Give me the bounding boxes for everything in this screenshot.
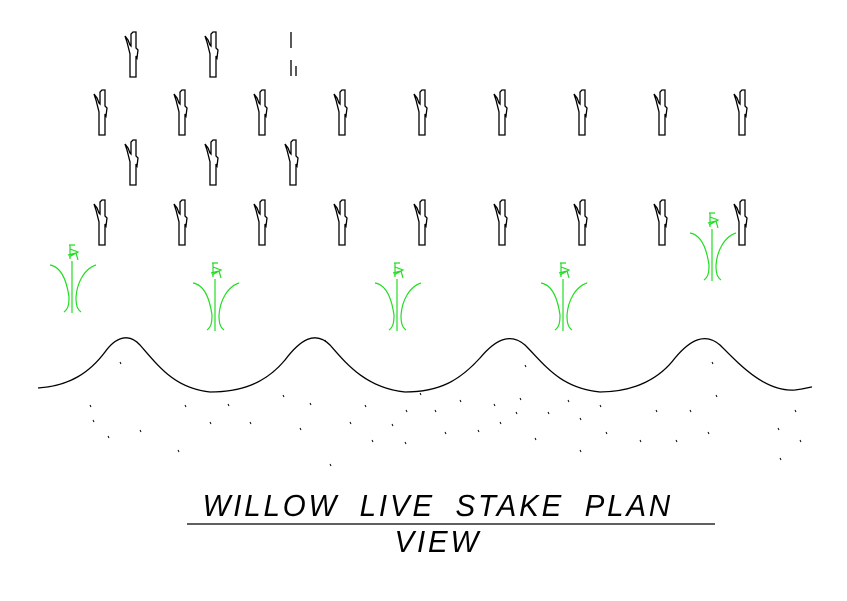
soil-dot — [477, 429, 480, 433]
soil-dot — [249, 421, 252, 425]
willow-stake-icon — [93, 199, 108, 246]
willow-stake-icon — [733, 89, 748, 136]
soil-dot — [107, 435, 110, 439]
soil-dot — [605, 431, 608, 435]
soil-dot — [227, 403, 230, 407]
partial-stake-icon — [290, 32, 297, 76]
ground-profile — [37, 337, 813, 393]
soil-dot — [139, 429, 142, 433]
soil-dot — [579, 449, 582, 453]
willow-stake-icon — [333, 89, 348, 136]
willow-stake-icon — [93, 89, 108, 136]
willow-stake-icon — [413, 199, 428, 246]
soil-dot — [655, 409, 658, 413]
soil-dot — [419, 392, 422, 396]
soil-dot — [119, 361, 122, 365]
soil-dot — [711, 361, 714, 365]
willow-stake-icon — [253, 89, 268, 136]
soil-dot — [599, 404, 602, 408]
soil-dot — [579, 417, 582, 421]
soil-dot — [567, 399, 570, 403]
soil-dot — [434, 409, 437, 413]
soil-dot — [282, 394, 285, 398]
soil-dot — [493, 403, 496, 407]
soil-dot — [794, 409, 797, 413]
willow-plant-icon — [374, 262, 422, 332]
soil-dot — [177, 449, 180, 453]
soil-dot — [89, 404, 92, 408]
soil-dot — [371, 439, 374, 443]
willow-stake-icon — [173, 89, 188, 136]
soil-dot — [639, 439, 642, 443]
willow-stake-icon — [653, 89, 668, 136]
soil-dot — [689, 409, 692, 413]
willow-stake-icon — [493, 89, 508, 136]
soil-dot — [499, 421, 502, 425]
soil-dot — [309, 402, 312, 406]
soil-dot — [299, 427, 302, 431]
willow-plant-icon — [192, 262, 240, 332]
soil-stipple — [89, 339, 802, 467]
willow-stake-icon — [253, 199, 268, 246]
soil-dot — [391, 423, 394, 427]
soil-dot — [779, 457, 782, 461]
soil-dot — [329, 463, 332, 467]
soil-dot — [349, 421, 352, 425]
soil-dot — [444, 431, 447, 435]
soil-dot — [324, 339, 327, 343]
soil-dot — [405, 409, 408, 413]
willow-stake-icon — [204, 31, 219, 78]
soil-dot — [534, 437, 537, 441]
willow-plant-icon — [689, 212, 737, 282]
willow-stake-icon — [413, 89, 428, 136]
soil-dot — [799, 439, 802, 443]
willow-stake-icon — [284, 139, 299, 186]
soil-dot — [524, 364, 527, 368]
soil-dot — [707, 431, 710, 435]
willow-stake-icon — [733, 199, 748, 246]
soil-dot — [547, 411, 550, 415]
willow-stake-icon — [653, 199, 668, 246]
soil-dot — [364, 404, 367, 408]
soil-dot — [715, 394, 718, 398]
willow-stake-icon — [124, 139, 139, 186]
willow-stake-icon — [204, 139, 219, 186]
soil-dot — [777, 427, 780, 431]
willow-plant-icon — [49, 244, 97, 314]
stake-grid — [93, 31, 748, 246]
willow-stake-icon — [173, 199, 188, 246]
soil-dot — [519, 397, 522, 401]
willow-stake-icon — [124, 31, 139, 78]
willow-stake-icon — [573, 199, 588, 246]
willow-stake-icon — [493, 199, 508, 246]
soil-dot — [404, 441, 407, 445]
soil-dot — [459, 399, 462, 403]
willow-stake-icon — [573, 89, 588, 136]
willow-stake-icon — [333, 199, 348, 246]
plant-group — [49, 212, 737, 332]
willow-plant-icon — [540, 262, 588, 332]
soil-dot — [675, 439, 678, 443]
drawing-title: WILLOW LIVE STAKE PLAN VIEW — [202, 488, 673, 559]
soil-dot — [92, 419, 95, 423]
soil-dot — [209, 421, 212, 425]
soil-dot — [184, 404, 187, 408]
soil-dot — [515, 411, 518, 415]
